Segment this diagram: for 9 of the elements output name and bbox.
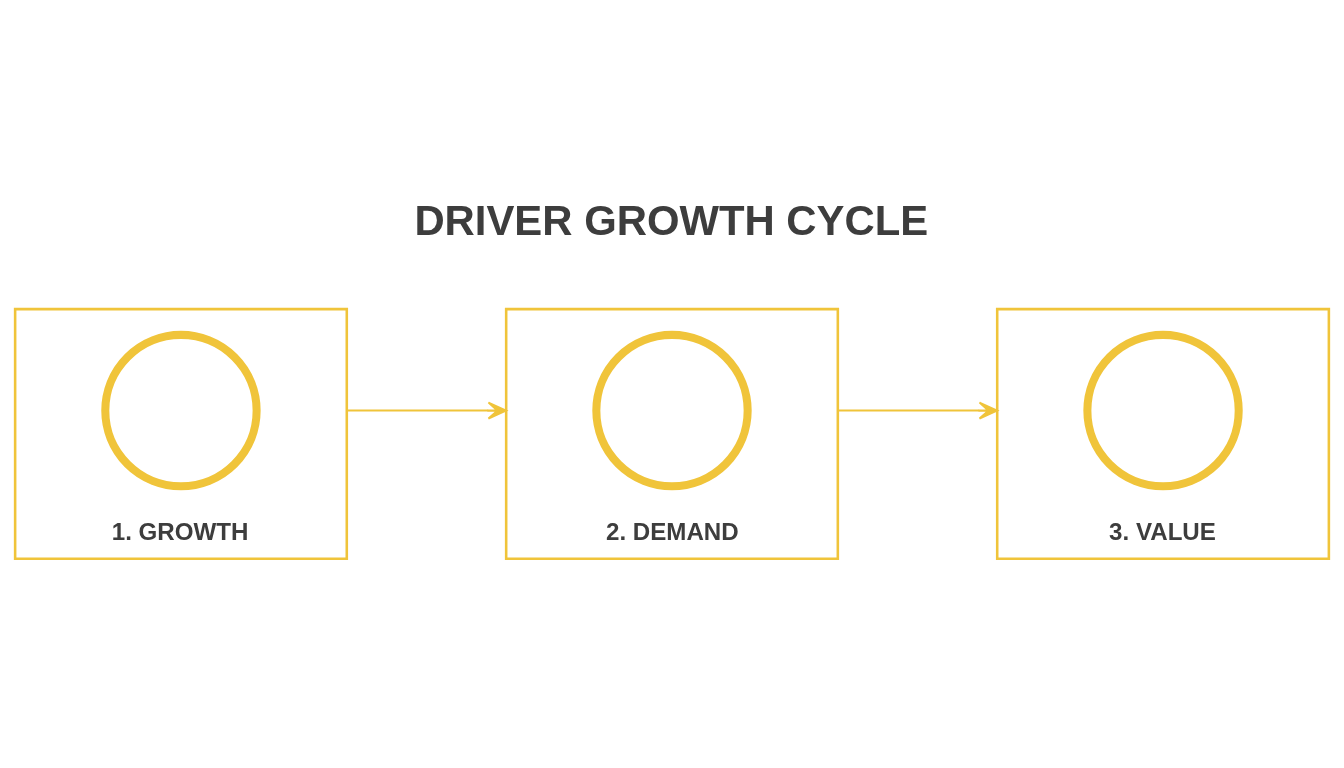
arrow xyxy=(836,401,999,420)
arrow xyxy=(345,401,508,420)
node-circle xyxy=(101,330,261,491)
cluster: 1. GROWTH xyxy=(13,307,349,560)
cluster: 2. DEMAND xyxy=(504,307,840,560)
node-circle xyxy=(592,330,752,491)
cluster: 3. VALUE xyxy=(995,307,1331,560)
node-circle xyxy=(1083,330,1243,491)
diagram-title: DRIVER GROWTH CYCLE xyxy=(414,196,929,244)
